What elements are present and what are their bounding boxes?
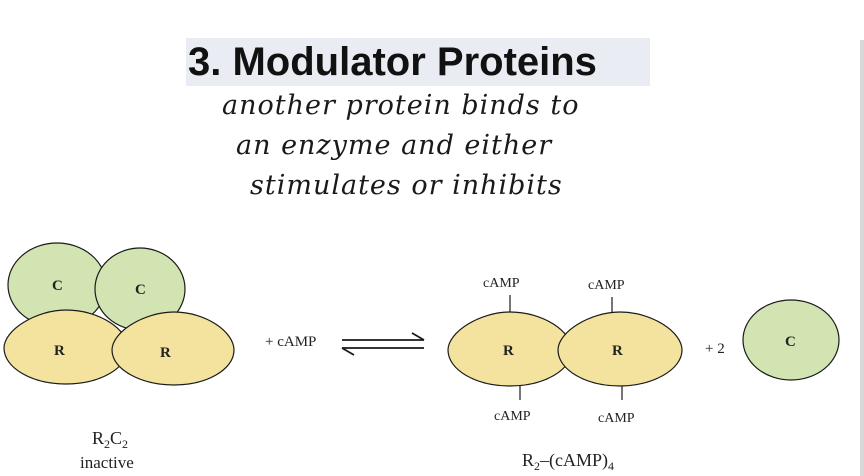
camp-label-bottom-2: cAMP [598,411,635,426]
camp-label-top-2: cAMP [588,278,625,293]
complex-caption: R2–(cAMP)4 [522,450,614,473]
plus-two-label: + 2 [705,341,725,357]
r-label-2: R [160,345,171,361]
inactive-label: inactive [80,453,134,472]
formula-camp-sub: 4 [608,459,614,473]
r-label-3: R [503,343,514,359]
title-highlight [186,38,650,86]
slide-title: 3. Modulator Proteins [188,40,597,84]
c-label-2: C [135,282,146,298]
plus-camp-label: + cAMP [265,334,316,350]
formula-sub-1: 2 [104,437,110,451]
r-subunit-right-2 [557,311,683,387]
c-label-free: C [785,334,796,350]
formula-r2-sub: 2 [534,459,540,473]
formula-c: C [110,428,122,448]
handwritten-note-line-3: stimulates or inhibits [250,170,563,201]
inactive-complex: C C R R [3,242,235,386]
equilibrium-arrows [341,332,425,356]
r-subunit-left-2 [111,311,235,386]
svg-text:R2C2: R2C2 [92,428,128,451]
c-subunit-free [742,299,840,381]
page-edge [860,40,864,476]
formula-r2: R [522,450,534,470]
formula-camp: –(cAMP) [539,450,608,471]
handwritten-note-line-1: another protein binds to [222,90,580,121]
r-subunit-left-1 [3,309,129,385]
handwritten-note-line-2: an enzyme and either [236,130,553,161]
regulatory-complex: R R cAMP cAMP cAMP cAMP [447,276,683,426]
formula-sub-2: 2 [122,437,128,451]
r-label-4: R [612,343,623,359]
formula-r: R [92,428,104,448]
camp-label-bottom-1: cAMP [494,409,531,424]
r-label-1: R [54,343,65,359]
camp-label-top-1: cAMP [483,276,520,291]
c-label-1: C [52,278,63,294]
inactive-caption: R2C2 inactive [80,428,134,472]
